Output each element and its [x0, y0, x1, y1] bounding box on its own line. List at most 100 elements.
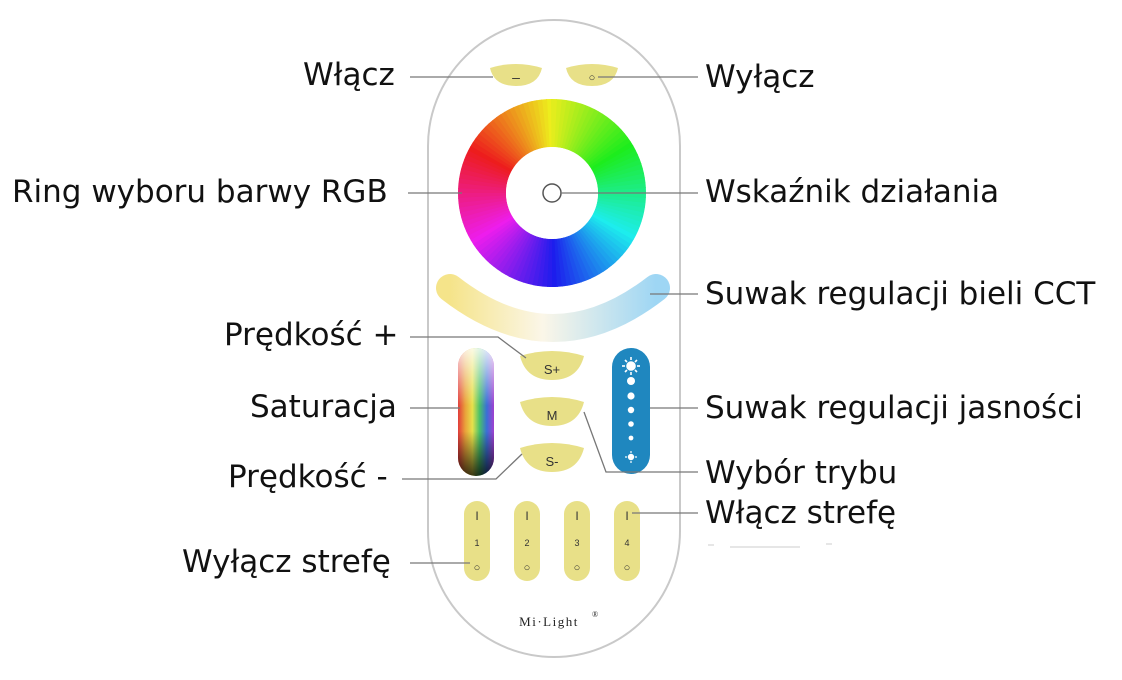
- ring-segment: [522, 102, 541, 150]
- ring-segment: [589, 217, 632, 249]
- ring-segment: [460, 163, 509, 182]
- brand-registered-mark: ®: [592, 610, 598, 619]
- brightness-dot: [627, 406, 635, 414]
- ring-segment: [468, 213, 513, 241]
- ring-segment: [496, 230, 528, 273]
- ring-segment: [509, 233, 534, 280]
- label-off: Wyłącz: [705, 59, 815, 95]
- ring-segment: [585, 129, 626, 165]
- ring-segment: [485, 225, 522, 264]
- ring-segment: [568, 234, 592, 281]
- ring-segment: [470, 216, 514, 246]
- zone-2-off-glyph: ○: [524, 562, 531, 574]
- brand-logo: Mi·Light: [519, 614, 579, 629]
- zone-1-number: 1: [474, 538, 479, 548]
- ring-segment: [597, 197, 646, 208]
- ring-segment: [565, 103, 586, 151]
- leader-speed-plus: [410, 336, 527, 359]
- ring-segment: [559, 237, 573, 286]
- ring-segment: [463, 154, 510, 177]
- scan-artifact: [708, 543, 832, 548]
- on-button-glyph: –: [512, 69, 520, 85]
- ring-segment: [566, 235, 587, 283]
- zone-4-buttons[interactable]: I 4 ○: [614, 501, 640, 581]
- ring-segment: [576, 113, 608, 156]
- ring-segment: [572, 108, 599, 154]
- ring-segment: [484, 123, 522, 161]
- ring-segment: [591, 145, 636, 173]
- ring-segment: [596, 172, 645, 186]
- ring-segment: [492, 116, 525, 158]
- ring-segment: [475, 220, 517, 253]
- label-brightness: Suwak regulacji jasności: [705, 390, 1083, 426]
- on-button[interactable]: –: [490, 64, 542, 86]
- label-zone-on: Włącz strefę: [705, 495, 897, 531]
- ring-segment: [592, 211, 639, 236]
- ring-segment: [457, 188, 507, 194]
- ring-segment: [596, 167, 644, 184]
- leader-speed-minus: [402, 453, 523, 480]
- cct-slider[interactable]: [436, 274, 670, 342]
- speed-plus-button[interactable]: S+: [520, 351, 584, 380]
- zone-2-buttons[interactable]: I 2 ○: [514, 501, 540, 581]
- sun-icon: [622, 357, 640, 375]
- zone-4-on-glyph: I: [625, 509, 628, 523]
- label-saturation: Saturacja: [250, 389, 397, 425]
- ring-segment: [478, 130, 518, 165]
- ring-segment: [512, 105, 536, 152]
- ring-segment: [593, 153, 640, 177]
- rgb-color-ring[interactable]: [457, 99, 646, 287]
- brightness-slider[interactable]: [612, 348, 650, 474]
- label-zone-off: Wyłącz strefę: [182, 544, 391, 580]
- label-on: Włącz: [303, 57, 395, 93]
- ring-segment: [462, 207, 510, 228]
- status-indicator-icon: [542, 183, 562, 203]
- off-button[interactable]: ○: [566, 64, 618, 86]
- ring-segment: [592, 149, 638, 175]
- zone-3-number: 3: [574, 538, 579, 548]
- ring-segment: [458, 178, 507, 189]
- ring-segment: [590, 140, 634, 170]
- ring-segment: [595, 204, 644, 223]
- speed-plus-label: S+: [544, 362, 560, 377]
- ring-segment: [489, 227, 524, 267]
- mode-button[interactable]: M: [520, 397, 584, 426]
- ring-segment: [578, 116, 612, 158]
- ring-segment: [508, 107, 534, 153]
- ring-segment: [551, 99, 557, 148]
- ring-segment: [531, 100, 545, 149]
- ring-segment: [459, 200, 508, 214]
- brightness-dot: [627, 377, 635, 385]
- zone-4-off-glyph: ○: [624, 562, 631, 574]
- ring-segment: [475, 133, 517, 167]
- zone-3-buttons[interactable]: I 3 ○: [564, 501, 590, 581]
- ring-segment: [500, 231, 530, 275]
- ring-segment: [580, 226, 616, 267]
- ring-segment: [587, 219, 629, 253]
- ring-segment: [504, 109, 532, 154]
- ring-segment: [482, 223, 520, 261]
- ring-segment: [561, 100, 577, 149]
- zone-2-number: 2: [524, 538, 529, 548]
- ring-segment: [582, 122, 619, 161]
- ring-segment: [505, 232, 532, 278]
- saturation-slider[interactable]: [458, 348, 494, 476]
- ring-segment: [488, 119, 524, 160]
- speed-minus-button[interactable]: S-: [520, 443, 584, 472]
- ring-segment: [473, 218, 516, 250]
- ring-segment: [588, 136, 631, 168]
- ring-segment: [574, 111, 604, 155]
- zone-1-buttons[interactable]: I 1 ○: [464, 501, 490, 581]
- ring-segment: [577, 229, 609, 272]
- label-cct-slider: Suwak regulacji bieli CCT: [705, 276, 1096, 312]
- ring-segment: [568, 104, 591, 151]
- ring-segment: [495, 114, 527, 157]
- ring-segment: [580, 119, 615, 159]
- zone-1-on-glyph: I: [475, 509, 478, 523]
- ring-segment: [517, 103, 538, 151]
- leader-mode: [583, 411, 698, 473]
- ring-segment: [594, 209, 641, 232]
- ring-segment: [492, 228, 526, 270]
- brightness-dot: [627, 392, 635, 400]
- ring-segment: [586, 221, 626, 256]
